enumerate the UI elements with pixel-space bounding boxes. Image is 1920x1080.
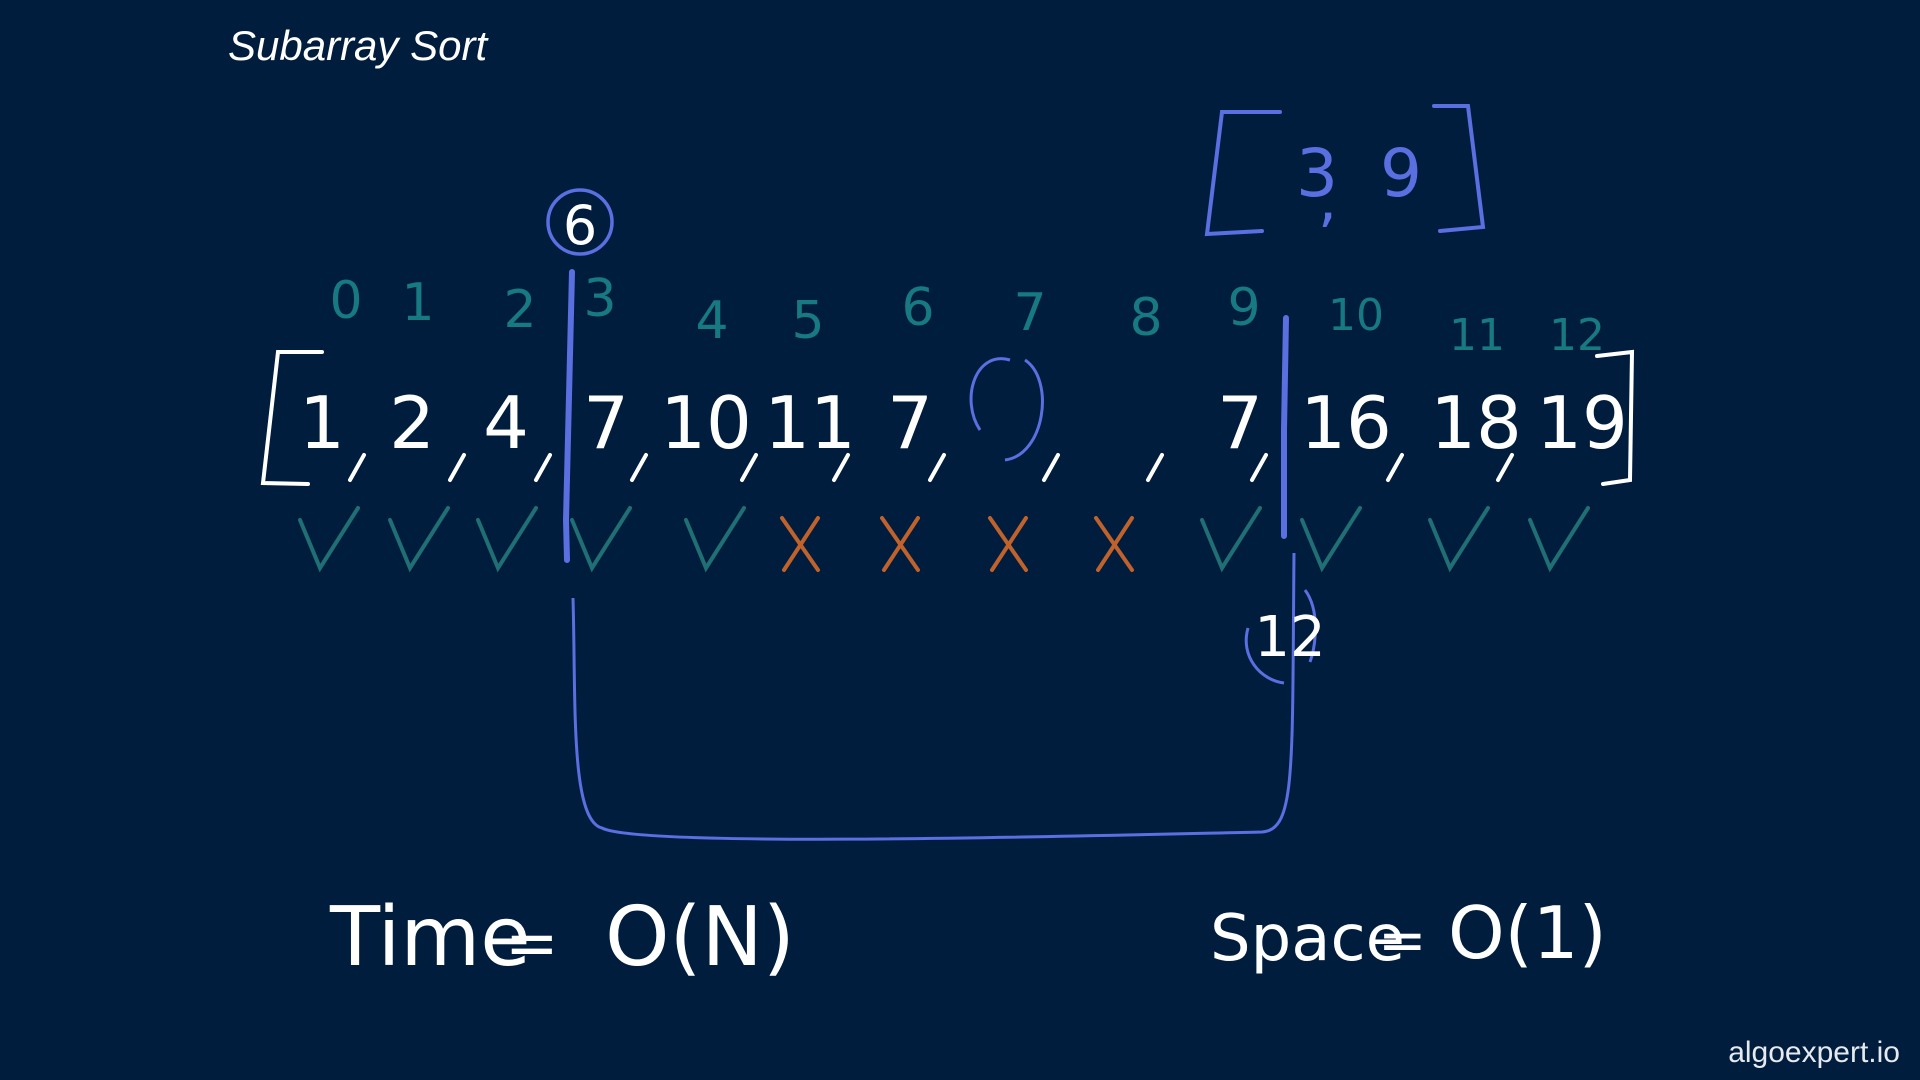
space-equals: = — [1378, 906, 1427, 974]
cross-mark — [780, 516, 820, 572]
array-index: 11 — [1449, 310, 1505, 361]
right-circle — [1244, 589, 1317, 685]
result-end: 9 — [1380, 135, 1422, 212]
array-index: 9 — [1227, 278, 1260, 338]
array-index: 10 — [1328, 290, 1384, 341]
array-index: 8 — [1129, 288, 1162, 348]
array-index: 5 — [791, 291, 824, 351]
array-index: 2 — [503, 280, 536, 340]
array-comma — [1250, 453, 1268, 482]
result-start: 3 — [1296, 135, 1338, 212]
array-value: 7 — [583, 381, 629, 465]
comma-row — [348, 453, 1514, 482]
array-comma — [1042, 453, 1060, 482]
array-index: 12 — [1549, 310, 1605, 361]
marks-row — [298, 506, 1590, 573]
array-index: 0 — [329, 271, 362, 331]
array-comma — [534, 453, 552, 482]
result-close-bracket — [1432, 104, 1486, 233]
array-index: 1 — [401, 273, 434, 333]
array-index: 4 — [695, 291, 728, 351]
array-comma — [1496, 453, 1514, 482]
erased-circle — [969, 357, 1044, 462]
array-value: 10 — [660, 381, 752, 465]
result-open-bracket — [1204, 110, 1282, 237]
page-title: Subarray Sort — [228, 22, 488, 69]
array-index: 6 — [901, 278, 934, 338]
array-comma — [348, 453, 366, 482]
array-comma — [1386, 453, 1404, 482]
cross-mark — [1094, 516, 1134, 572]
cross-mark — [988, 516, 1028, 572]
array-close-bracket — [1595, 349, 1635, 486]
subarray-span-connector — [571, 552, 1296, 841]
array-index: 7 — [1013, 283, 1046, 343]
space-value: O(1) — [1448, 891, 1607, 975]
array-comma — [832, 453, 850, 482]
array-value: 1 — [299, 381, 345, 465]
space-label: Space — [1210, 902, 1405, 976]
check-mark — [1300, 506, 1362, 573]
check-mark — [1200, 506, 1262, 573]
array-open-bracket — [260, 350, 324, 486]
left-circle-value: 6 — [563, 194, 597, 257]
watermark: algoexpert.io — [1728, 1036, 1900, 1069]
check-mark — [388, 506, 450, 573]
array-index: 3 — [583, 269, 616, 329]
time-equals: = — [505, 907, 559, 981]
left-boundary-line — [562, 269, 575, 563]
check-mark — [298, 506, 360, 573]
time-value: O(N) — [605, 890, 795, 985]
check-mark — [476, 506, 538, 573]
array-value: 7 — [887, 381, 933, 465]
result-separator: , — [1318, 165, 1337, 235]
array-value: 2 — [389, 381, 435, 465]
cross-mark — [880, 516, 920, 572]
array-brackets — [260, 349, 1635, 486]
array-comma — [448, 453, 466, 482]
array-value: 18 — [1430, 381, 1522, 465]
array-comma — [928, 453, 946, 482]
result-bracket — [1204, 104, 1486, 237]
check-mark — [1428, 506, 1490, 573]
check-mark — [684, 506, 746, 573]
time-label: Time — [329, 890, 531, 985]
array-comma — [1146, 453, 1164, 482]
right-boundary-line — [1281, 315, 1289, 539]
array-value: 7 — [1217, 381, 1263, 465]
left-circle — [546, 188, 614, 256]
right-circle-value: 12 — [1254, 605, 1325, 670]
check-mark — [1528, 506, 1590, 573]
check-mark — [570, 506, 632, 573]
array-value: 11 — [764, 381, 856, 465]
array-value: 16 — [1300, 381, 1392, 465]
array-value: 4 — [483, 381, 529, 465]
array-value: 19 — [1536, 381, 1628, 465]
array-comma — [630, 453, 648, 482]
array-comma — [740, 453, 758, 482]
